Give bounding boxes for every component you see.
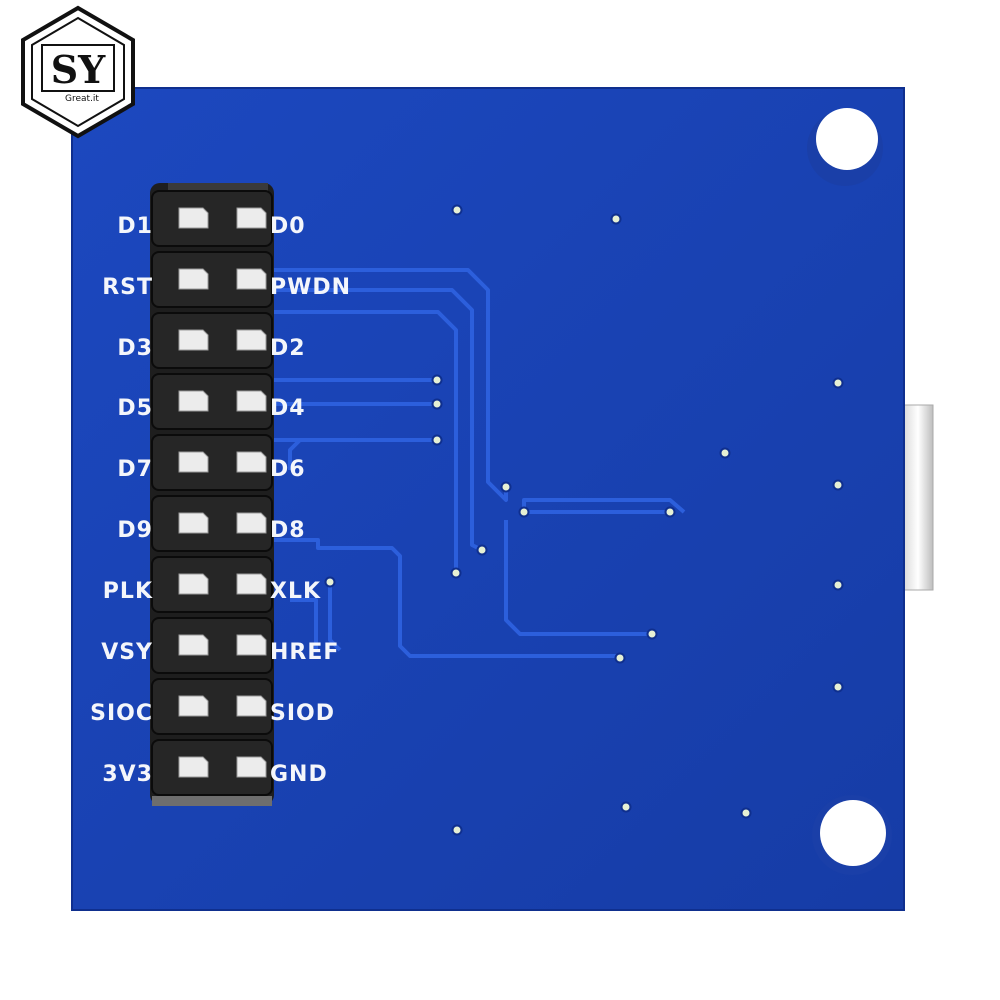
header-pin (178, 390, 209, 412)
pin-row-housing (151, 495, 273, 552)
pin-row-housing (151, 617, 273, 674)
pin-row-housing (151, 678, 273, 735)
header-pin (236, 451, 267, 473)
label-right-7: XLK (270, 579, 321, 604)
pcb-traces (270, 268, 686, 658)
silkscreen-right-labels: D0 PWDN D2 D4 D6 D8 XLK HREF SIOD GND (270, 214, 351, 787)
label-right-5: D6 (270, 457, 306, 482)
pin-row-housing (151, 312, 273, 369)
pcb-vias (324, 204, 844, 836)
pin-row-housing (151, 434, 273, 491)
label-right-1: D0 (270, 214, 306, 239)
header-pin (178, 207, 209, 229)
header-pin (178, 329, 209, 351)
label-left-9: SIOC (90, 701, 153, 726)
label-left-8: VSY (101, 640, 153, 665)
label-right-10: GND (270, 762, 328, 787)
label-right-3: D2 (270, 336, 306, 361)
label-left-7: PLK (103, 579, 153, 604)
header-pin (236, 573, 267, 595)
label-left-1: D1 (117, 214, 153, 239)
side-connector (902, 404, 934, 591)
pin-header (150, 183, 274, 806)
header-pin (178, 451, 209, 473)
label-right-2: PWDN (270, 275, 351, 300)
label-right-6: D8 (270, 518, 306, 543)
header-pin (236, 695, 267, 717)
logo-mark: SY (51, 47, 106, 92)
label-right-9: SIOD (270, 701, 335, 726)
header-pin (236, 268, 267, 290)
pin-row-housing (151, 739, 273, 796)
header-pin (236, 512, 267, 534)
header-pin (178, 512, 209, 534)
label-left-6: D9 (117, 518, 153, 543)
pin-row-housing (151, 251, 273, 308)
silkscreen-left-labels: D1 RST D3 D5 D7 D9 PLK VSY SIOC 3V3 (90, 214, 153, 787)
label-left-5: D7 (117, 457, 153, 482)
label-right-4: D4 (270, 396, 306, 421)
header-pin (178, 695, 209, 717)
label-left-10: 3V3 (102, 762, 153, 787)
header-pin (236, 634, 267, 656)
label-left-2: RST (102, 275, 153, 300)
header-pin (178, 268, 209, 290)
header-pin (236, 207, 267, 229)
pin-row-housing (151, 373, 273, 430)
mounting-hole-top-right-drill (816, 108, 878, 170)
header-pin (178, 756, 209, 778)
brand-logo: SY Great.it (21, 5, 135, 139)
header-pin (178, 634, 209, 656)
label-left-3: D3 (117, 336, 153, 361)
header-pin (236, 329, 267, 351)
label-right-8: HREF (270, 640, 339, 665)
pin-row-housing (151, 190, 273, 247)
header-pin (236, 756, 267, 778)
logo-tagline: Great.it (65, 94, 99, 104)
pin-row-housing (151, 556, 273, 613)
header-pin (178, 573, 209, 595)
mounting-hole-bottom-right-drill (820, 800, 886, 866)
header-pin (236, 390, 267, 412)
label-left-4: D5 (117, 396, 153, 421)
